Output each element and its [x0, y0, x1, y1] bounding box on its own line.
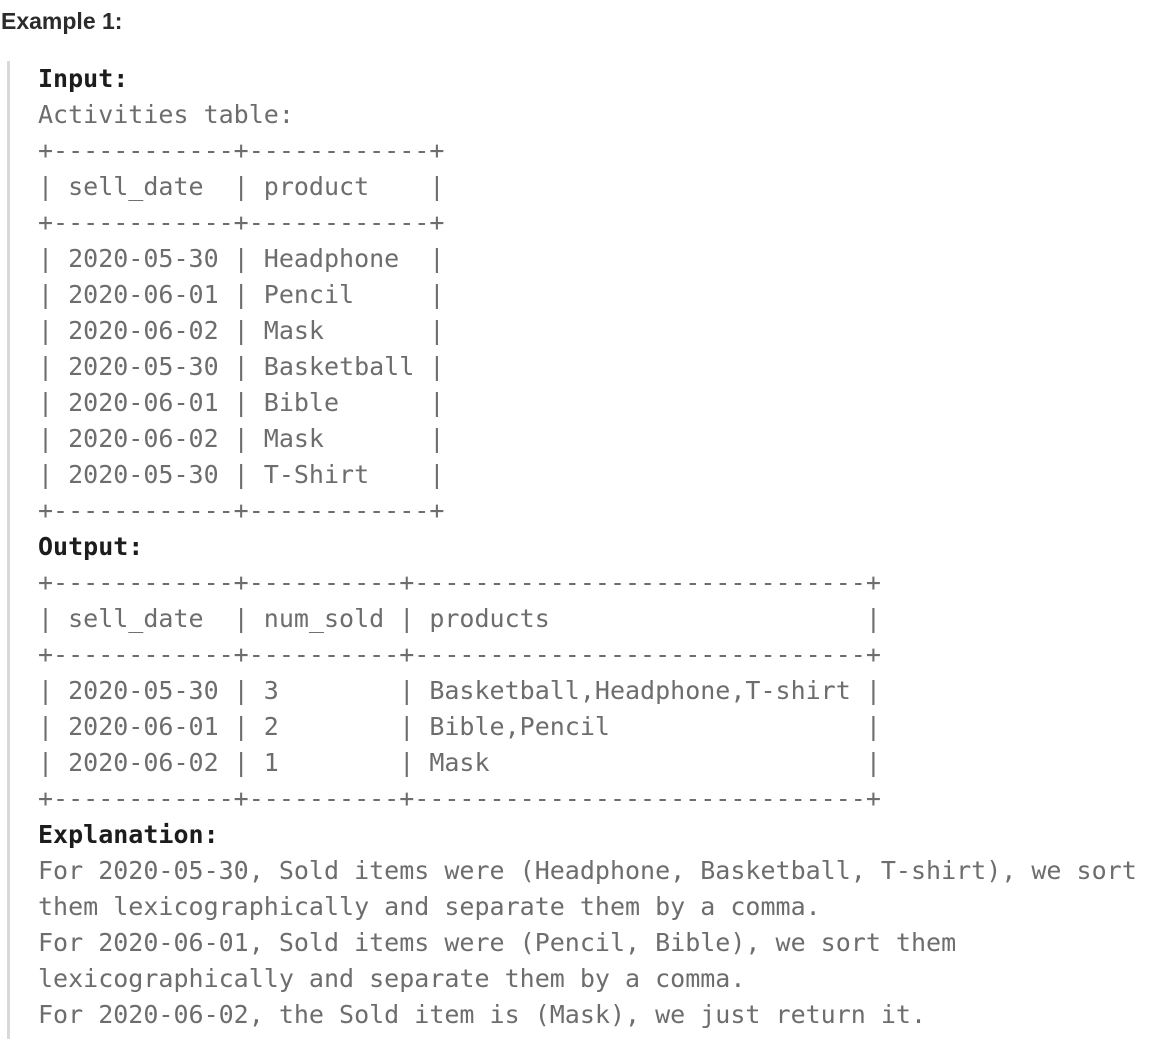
output-table-header-row: | sell_date | num_sold | products | — [38, 604, 881, 633]
input-table-row: | 2020-06-01 | Bible | — [38, 388, 445, 417]
input-table-row: | 2020-05-30 | T-Shirt | — [38, 460, 445, 489]
input-table-border: +------------+------------+ — [38, 496, 445, 525]
output-table-row: | 2020-06-02 | 1 | Mask | — [38, 748, 881, 777]
example-title: Example 1: — [1, 8, 123, 34]
input-table-row: | 2020-06-02 | Mask | — [38, 424, 445, 453]
output-table-border: +------------+----------+---------------… — [38, 640, 881, 669]
explanation-line: them lexicographically and separate them… — [38, 892, 821, 921]
output-label: Output: — [38, 532, 144, 561]
input-table-border: +------------+------------+ — [38, 136, 445, 165]
explanation-line: For 2020-05-30, Sold items were (Headpho… — [38, 856, 1137, 885]
input-label: Input: — [38, 64, 129, 93]
output-table-row: | 2020-06-01 | 2 | Bible,Pencil | — [38, 712, 881, 741]
input-table-caption: Activities table: — [38, 100, 294, 129]
example-pre-block: Input: Activities table: +------------+-… — [7, 61, 1156, 1039]
output-table-border: +------------+----------+---------------… — [38, 784, 881, 813]
input-table-row: | 2020-05-30 | Headphone | — [38, 244, 445, 273]
explanation-label: Explanation: — [38, 820, 219, 849]
input-table-row: | 2020-05-30 | Basketball | — [38, 352, 445, 381]
output-table-row: | 2020-05-30 | 3 | Basketball,Headphone,… — [38, 676, 881, 705]
explanation-line: For 2020-06-02, the Sold item is (Mask),… — [38, 1000, 927, 1029]
input-table-header-row: | sell_date | product | — [38, 172, 445, 201]
input-table-row: | 2020-06-02 | Mask | — [38, 316, 445, 345]
input-table-border: +------------+------------+ — [38, 208, 445, 237]
output-table-border: +------------+----------+---------------… — [38, 568, 881, 597]
input-table-row: | 2020-06-01 | Pencil | — [38, 280, 445, 309]
explanation-line: For 2020-06-01, Sold items were (Pencil,… — [38, 928, 957, 957]
explanation-line: lexicographically and separate them by a… — [38, 964, 746, 993]
